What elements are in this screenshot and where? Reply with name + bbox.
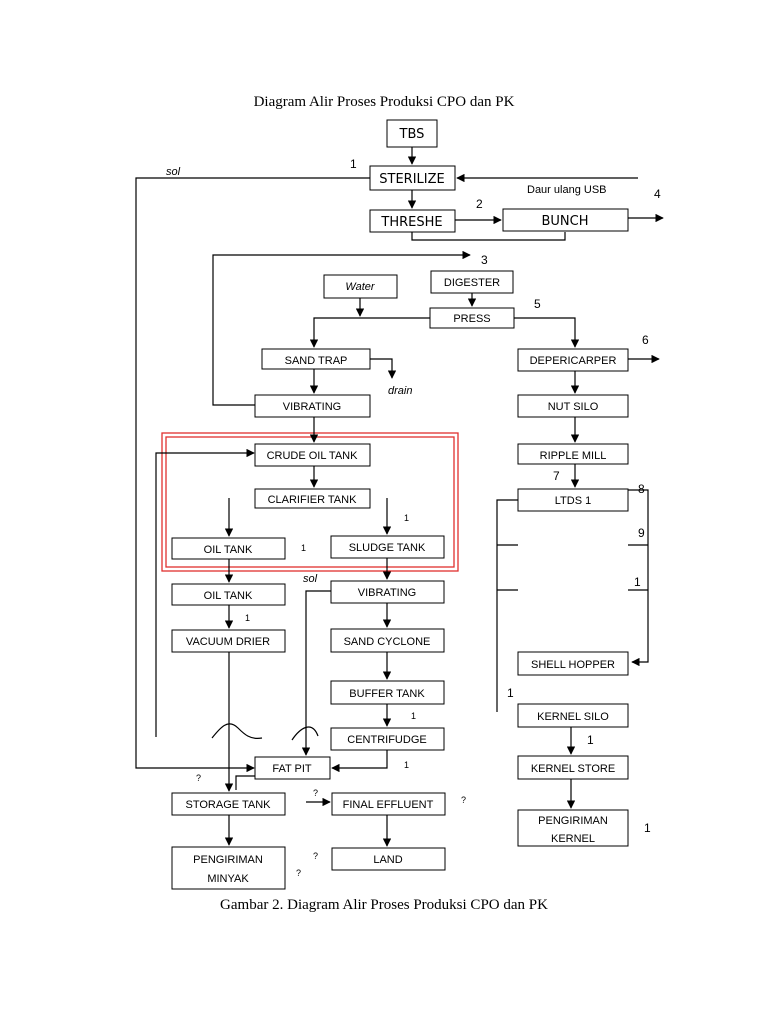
node-nut-silo: NUT SILO	[517, 394, 629, 418]
label-n2: 2	[476, 197, 483, 211]
label-n7: 7	[553, 469, 560, 483]
node-water-label: Water	[345, 281, 375, 293]
node-buffer-tank-label: BUFFER TANK	[349, 688, 425, 700]
node-press: PRESS	[429, 307, 515, 329]
node-bunch-label: BUNCH	[541, 214, 588, 229]
node-sterilize: STERILIZE	[369, 165, 456, 191]
node-sterilize-label: STERILIZE	[379, 172, 444, 187]
node-sand-cyclone: SAND CYCLONE	[330, 628, 445, 653]
label-n3: 3	[481, 253, 488, 267]
annotation-drain: drain	[388, 385, 412, 397]
node-threshe: THRESHE	[369, 209, 456, 233]
node-crude-oil-tank-label: CRUDE OIL TANK	[267, 450, 359, 462]
node-vibrating-1-label: VIBRATING	[283, 401, 341, 413]
node-tbs: TBS	[386, 119, 438, 148]
node-shell-hopper-label: SHELL HOPPER	[531, 659, 615, 671]
node-oil-tank-2-label: OIL TANK	[204, 590, 253, 602]
node-ltds-1-label: LTDS 1	[555, 495, 591, 507]
node-land-label: LAND	[373, 854, 402, 866]
node-sand-cyclone-label: SAND CYCLONE	[344, 636, 431, 648]
node-vibrating-2: VIBRATING	[330, 580, 445, 604]
node-sludge-tank-label: SLUDGE TANK	[349, 542, 426, 554]
node-bunch: BUNCH	[502, 208, 629, 232]
node-sand-trap-label: SAND TRAP	[285, 355, 348, 367]
node-kernel-store: KERNEL STORE	[517, 755, 629, 780]
node-clarifier-tank-label: CLARIFIER TANK	[268, 494, 357, 506]
diagram-caption: Gambar 2. Diagram Alir Proses Produksi C…	[220, 897, 548, 913]
node-land: LAND	[331, 847, 446, 871]
node-fat-pit: FAT PIT	[254, 756, 331, 780]
label-n1-centri: 1	[404, 760, 409, 770]
node-centrifudge-label: CENTRIFUDGE	[347, 734, 426, 746]
annotation-sol-2: sol	[303, 573, 318, 585]
label-n1-kernel: 1	[644, 821, 651, 835]
label-n1-right: 1	[634, 575, 641, 589]
node-water: Water	[323, 274, 398, 299]
label-q-storage: ?	[313, 788, 318, 798]
label-q-effluent: ?	[461, 795, 466, 805]
node-threshe-label: THRESHE	[380, 215, 442, 230]
node-vibrating-1: VIBRATING	[254, 394, 371, 418]
node-kernel-silo: KERNEL SILO	[517, 703, 629, 728]
node-pengiriman-minyak: PENGIRIMAN MINYAK	[171, 846, 286, 890]
node-vacuum-drier: VACUUM DRIER	[171, 629, 286, 653]
highlight-frame	[161, 432, 459, 572]
node-crude-oil-tank: CRUDE OIL TANK	[254, 443, 371, 467]
label-n8: 8	[638, 482, 645, 496]
node-final-effluent: FINAL EFFLUENT	[331, 792, 446, 816]
label-n1-buffer: 1	[411, 711, 416, 721]
label-n4: 4	[654, 187, 661, 201]
node-oil-tank-1: OIL TANK	[171, 537, 286, 560]
node-sludge-tank: SLUDGE TANK	[330, 535, 445, 559]
node-buffer-tank: BUFFER TANK	[330, 680, 445, 705]
node-ripple-mill: RIPPLE MILL	[517, 443, 629, 465]
node-kernel-silo-label: KERNEL SILO	[537, 711, 609, 723]
node-shell-hopper: SHELL HOPPER	[517, 651, 629, 676]
node-clarifier-tank: CLARIFIER TANK	[254, 488, 371, 509]
node-digester: DIGESTER	[430, 270, 514, 294]
node-pengiriman-kernel-label-1: PENGIRIMAN	[538, 815, 608, 827]
annotation-sol-1: sol	[166, 166, 181, 178]
label-n1-oiltank: 1	[301, 543, 306, 553]
node-depericarper: DEPERICARPER	[517, 348, 629, 372]
label-q-land: ?	[313, 851, 318, 861]
diagram-title: Diagram Alir Proses Produksi CPO dan PK	[254, 94, 515, 110]
node-oil-tank-2: OIL TANK	[171, 583, 286, 606]
label-n1-sterilize: 1	[350, 157, 357, 171]
node-depericarper-label: DEPERICARPER	[530, 355, 617, 367]
node-storage-tank-label: STORAGE TANK	[186, 799, 272, 811]
node-oil-tank-1-label: OIL TANK	[204, 544, 253, 556]
node-vibrating-2-label: VIBRATING	[358, 587, 416, 599]
node-pengiriman-minyak-label-2: MINYAK	[207, 873, 249, 885]
node-fat-pit-label: FAT PIT	[272, 763, 312, 775]
node-pengiriman-kernel-label-2: KERNEL	[551, 833, 595, 845]
label-n5: 5	[534, 297, 541, 311]
node-tbs-label: TBS	[399, 127, 425, 142]
node-final-effluent-label: FINAL EFFLUENT	[343, 799, 434, 811]
node-ltds-1: LTDS 1	[517, 488, 629, 512]
node-press-label: PRESS	[453, 313, 490, 325]
node-ripple-mill-label: RIPPLE MILL	[540, 450, 607, 462]
label-q-minyak: ?	[296, 868, 301, 878]
node-storage-tank: STORAGE TANK	[171, 792, 286, 816]
node-centrifudge: CENTRIFUDGE	[330, 727, 445, 751]
label-q-fatpit: ?	[196, 773, 201, 783]
label-n1-vacuum: 1	[245, 613, 250, 623]
edges	[135, 147, 664, 847]
node-kernel-store-label: KERNEL STORE	[531, 763, 615, 775]
node-vacuum-drier-label: VACUUM DRIER	[186, 636, 270, 648]
node-sand-trap: SAND TRAP	[261, 348, 371, 370]
label-n1-silo: 1	[587, 733, 594, 747]
node-digester-label: DIGESTER	[444, 277, 500, 289]
label-n1-left: 1	[507, 686, 514, 700]
node-pengiriman-kernel: PENGIRIMAN KERNEL	[517, 809, 629, 847]
annotation-daur-ulang: Daur ulang USB	[527, 184, 607, 196]
label-n1-sludge: 1	[404, 513, 409, 523]
label-n6: 6	[642, 333, 649, 347]
node-nut-silo-label: NUT SILO	[548, 401, 599, 413]
label-n9: 9	[638, 526, 645, 540]
node-pengiriman-minyak-label-1: PENGIRIMAN	[193, 854, 263, 866]
